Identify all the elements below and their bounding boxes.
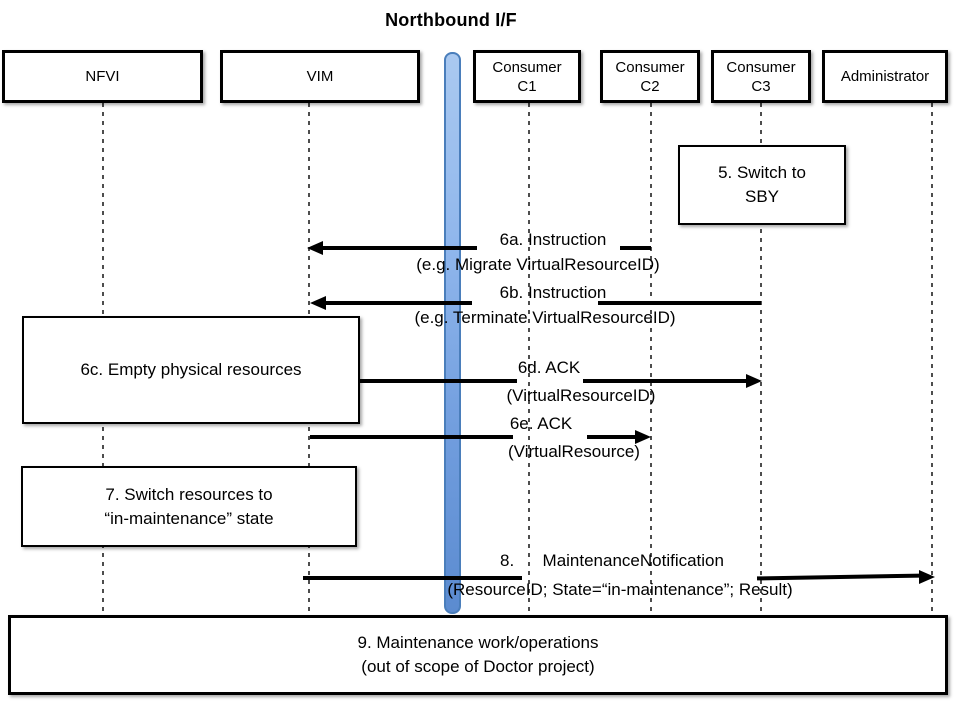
actor-box-nfvi: NFVI <box>2 50 203 103</box>
lifeline-consumer-c3 <box>760 103 762 615</box>
lifeline-consumer-c1 <box>528 103 530 615</box>
actor-label-consumer-c1-line1: Consumer <box>492 58 562 76</box>
arrowhead-left-icon <box>307 241 323 255</box>
actor-label-administrator: Administrator <box>840 68 930 85</box>
note-step5: 5. Switch to SBY <box>678 145 846 225</box>
arrowhead-left-icon <box>310 296 326 310</box>
actor-box-consumer-c3: Consumer C3 <box>711 50 811 103</box>
diagram-title: Northbound I/F <box>385 10 517 30</box>
message-6d-label: 6d. ACK <box>517 358 581 377</box>
arrow-segment <box>620 246 651 250</box>
message-6b-params: (e.g. Terminate VirtualResourceID) <box>414 308 676 327</box>
note-step7-line2: “in-maintenance” state <box>104 508 274 528</box>
actor-label-nfvi: NFVI <box>85 68 120 85</box>
lifeline-administrator <box>931 103 933 615</box>
arrow-segment <box>310 435 513 439</box>
actor-box-consumer-c2: Consumer C2 <box>600 50 700 103</box>
note-step6c-line1: 6c. Empty physical resources <box>80 360 302 379</box>
northbound-if-lifeline-bar <box>444 52 461 614</box>
arrow-segment <box>598 301 761 305</box>
actor-label-consumer-c3-line1: Consumer <box>726 58 796 76</box>
message-6a-label: 6a. Instruction <box>499 230 607 249</box>
message-8-params: (ResourceID; State=“in-maintenance”; Res… <box>447 580 793 599</box>
actor-box-administrator: Administrator <box>822 50 948 103</box>
arrow-segment <box>587 435 637 439</box>
actor-box-consumer-c1: Consumer C1 <box>473 50 581 103</box>
arrow-segment <box>303 576 522 580</box>
message-6e-params: (VirtualResource) <box>508 442 640 461</box>
message-6d-params: (VirtualResourceID) <box>506 386 656 405</box>
actor-label-consumer-c2-line2: C2 <box>640 77 660 95</box>
message-6a-params: (e.g. Migrate VirtualResourceID) <box>416 255 660 274</box>
arrow-segment <box>321 246 477 250</box>
arrowhead-right-icon <box>746 374 762 388</box>
note-step7: 7. Switch resources to “in-maintenance” … <box>21 466 357 547</box>
note-step9-line1: 9. Maintenance work/operations <box>357 633 599 652</box>
actor-label-consumer-c2-line1: Consumer <box>615 58 685 76</box>
actor-label-vim: VIM <box>306 68 334 85</box>
arrow-segment <box>583 379 747 383</box>
arrow-segment <box>324 301 472 305</box>
message-6b-label: 6b. Instruction <box>499 283 607 302</box>
actor-label-consumer-c1-line2: C1 <box>517 77 537 95</box>
actor-label-consumer-c3-line2: C3 <box>751 77 771 95</box>
arrowhead-right-icon <box>635 430 651 444</box>
note-step9-line2: (out of scope of Doctor project) <box>361 657 595 676</box>
message-6e-label: 6e. ACK <box>509 414 573 433</box>
note-step5-line2: SBY <box>744 187 780 206</box>
note-step6c: 6c. Empty physical resources <box>22 316 360 424</box>
lifeline-consumer-c2 <box>650 103 652 615</box>
note-step5-line1: 5. Switch to <box>718 163 806 182</box>
arrow-segment <box>358 379 517 383</box>
actor-box-vim: VIM <box>220 50 420 103</box>
note-step7-line1: 7. Switch resources to <box>105 484 273 504</box>
message-8-label: 8. MaintenanceNotification <box>500 551 724 570</box>
arrowhead-right-icon <box>919 570 935 584</box>
note-step9: 9. Maintenance work/operations (out of s… <box>8 615 948 695</box>
